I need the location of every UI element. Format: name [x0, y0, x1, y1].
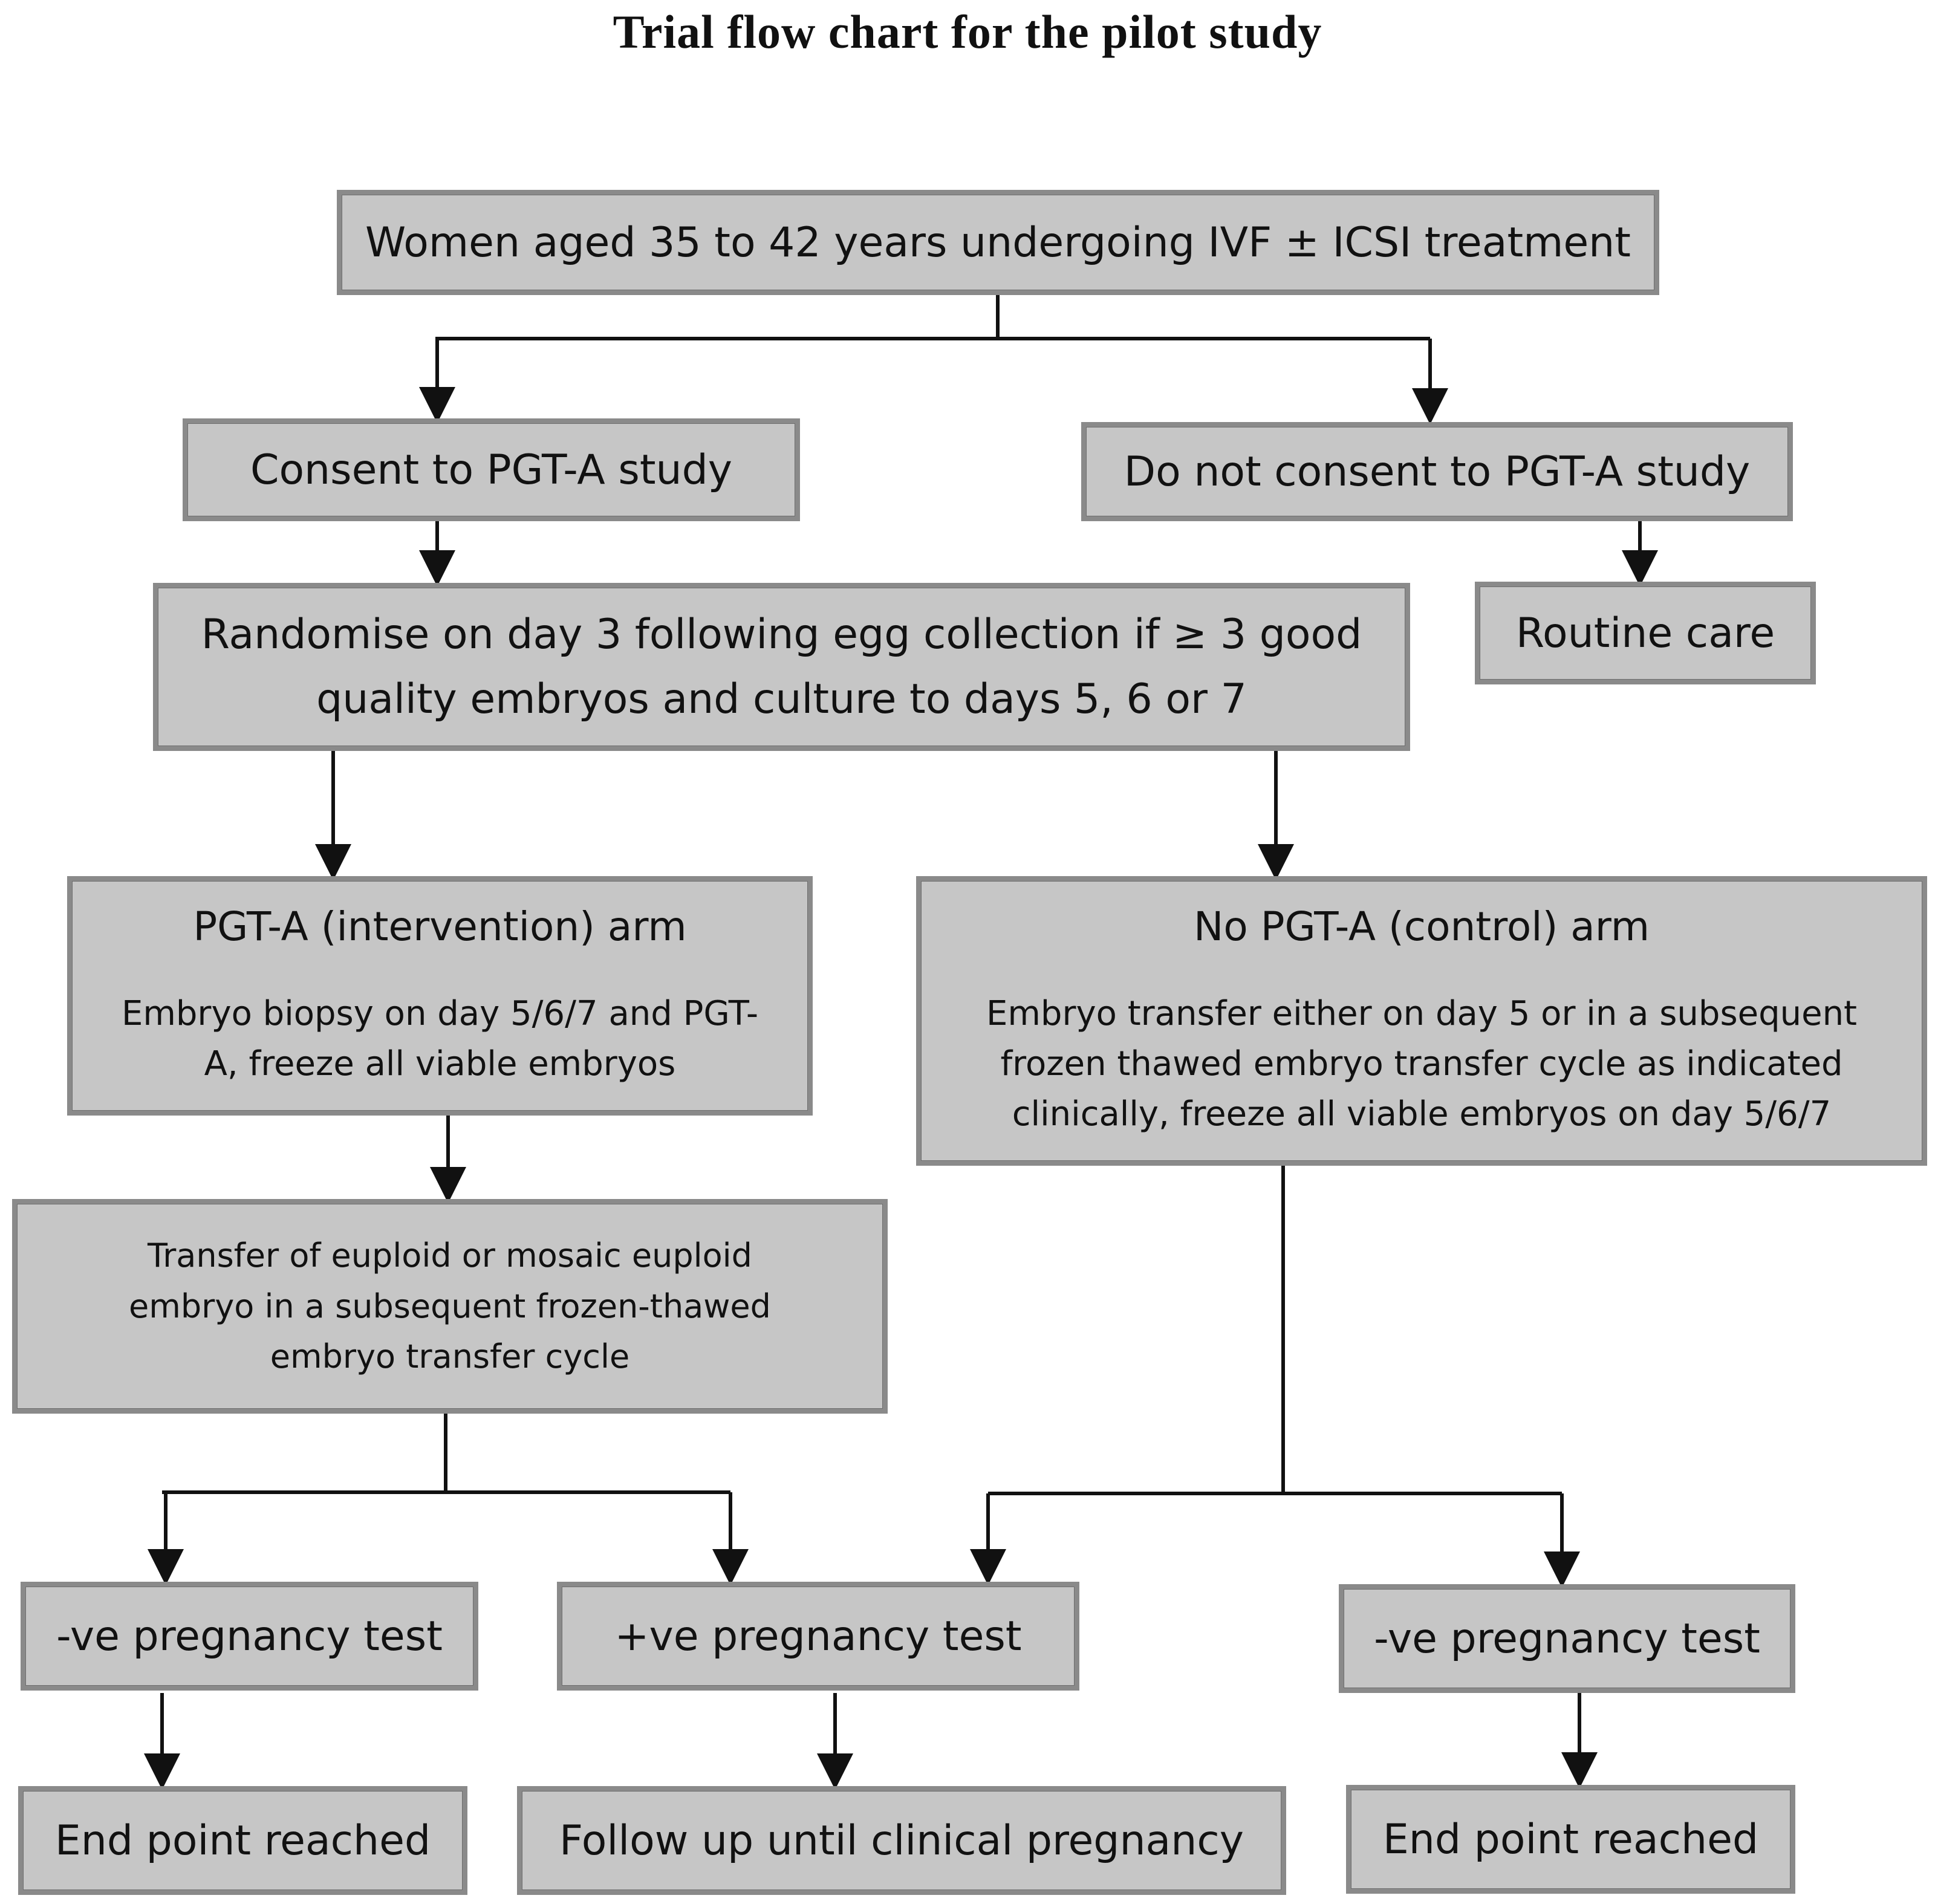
control-line-2: frozen thawed embryo transfer cycle as i…: [1000, 1044, 1843, 1084]
routine-care-box: Routine care: [1475, 582, 1816, 684]
end-left-box: End point reached: [18, 1786, 467, 1895]
women-box: Women aged 35 to 42 years undergoing IVF…: [337, 190, 1659, 295]
intervention-title: PGT-A (intervention) arm: [193, 903, 687, 950]
consent-label: Consent to PGT-A study: [250, 446, 733, 494]
intervention-arm-box: PGT-A (intervention) arm Embryo biopsy o…: [67, 876, 813, 1116]
transfer-box: Transfer of euploid or mosaic euploid em…: [12, 1199, 888, 1414]
neg-test-right-box: -ve pregnancy test: [1339, 1584, 1795, 1693]
control-title: No PGT-A (control) arm: [1193, 903, 1650, 950]
routine-care-label: Routine care: [1515, 609, 1775, 657]
randomise-line-1: Randomise on day 3 following egg collect…: [201, 611, 1362, 658]
end-right-label: End point reached: [1382, 1815, 1759, 1863]
no-consent-box: Do not consent to PGT-A study: [1081, 422, 1793, 521]
women-label: Women aged 35 to 42 years undergoing IVF…: [365, 218, 1631, 267]
control-line-1: Embryo transfer either on day 5 or in a …: [986, 993, 1858, 1033]
end-right-box: End point reached: [1346, 1785, 1795, 1894]
end-left-label: End point reached: [54, 1816, 431, 1865]
neg-test-left-label: -ve pregnancy test: [56, 1612, 443, 1660]
pos-test-box: +ve pregnancy test: [557, 1582, 1079, 1691]
transfer-line-3: embryo transfer cycle: [270, 1337, 630, 1376]
transfer-line-1: Transfer of euploid or mosaic euploid: [148, 1236, 752, 1275]
no-consent-label: Do not consent to PGT-A study: [1124, 447, 1751, 496]
randomise-box: Randomise on day 3 following egg collect…: [153, 583, 1410, 751]
randomise-line-2: quality embryos and culture to days 5, 6…: [316, 675, 1247, 723]
transfer-line-2: embryo in a subsequent frozen-thawed: [129, 1287, 771, 1325]
neg-test-left-box: -ve pregnancy test: [21, 1582, 478, 1691]
neg-test-right-label: -ve pregnancy test: [1374, 1614, 1760, 1663]
follow-up-box: Follow up until clinical pregnancy: [517, 1786, 1286, 1895]
control-arm-box: No PGT-A (control) arm Embryo transfer e…: [916, 876, 1927, 1166]
pos-test-label: +ve pregnancy test: [614, 1612, 1022, 1660]
intervention-line-2: A, freeze all viable embryos: [204, 1044, 676, 1084]
intervention-line-1: Embryo biopsy on day 5/6/7 and PGT-: [121, 993, 759, 1033]
consent-box: Consent to PGT-A study: [183, 418, 800, 521]
control-line-3: clinically, freeze all viable embryos on…: [1012, 1094, 1832, 1134]
chart-title: Trial flow chart for the pilot study: [613, 5, 1322, 58]
follow-up-label: Follow up until clinical pregnancy: [559, 1816, 1244, 1865]
